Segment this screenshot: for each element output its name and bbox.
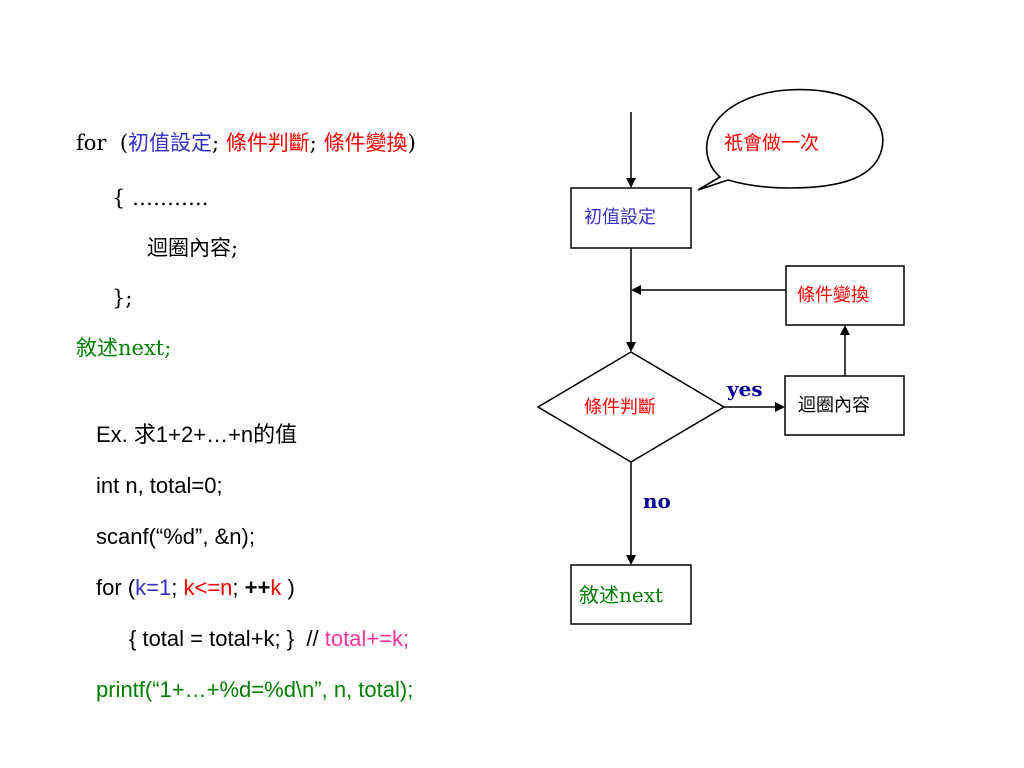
- for-syntax-line: for (初值設定; 條件判斷; 條件變換): [76, 133, 416, 154]
- declaration-line: int n, total=0;: [96, 473, 223, 498]
- comment-code: total+=k;: [324, 626, 410, 651]
- next-box-label: 敘述next: [579, 583, 664, 607]
- for-semicolon-1: ;: [171, 575, 178, 600]
- brace-close-line: };: [112, 286, 133, 310]
- example-title: Ex. 求1+2+…+n的值: [96, 422, 298, 447]
- semicolon-1: ;: [212, 131, 220, 155]
- printf-line: printf(“1+…+%d=%d\n”, n, total);: [96, 677, 414, 702]
- update-text: 條件變換: [323, 131, 408, 155]
- speech-bubble-text: 祇會做一次: [724, 132, 820, 154]
- next-statement-line: 敘述next;: [76, 336, 172, 360]
- for-semicolon-2: ;: [232, 575, 239, 600]
- condition-diamond-label: 條件判斷: [584, 397, 656, 418]
- close-paren: ): [407, 131, 416, 155]
- scanf-line: scanf(“%d”, &n);: [96, 524, 255, 549]
- loop-body-code-line: { total = total+k; } // total+=k;: [129, 628, 409, 650]
- body-box-label: 迴圈內容: [798, 395, 870, 416]
- for-prefix: for (: [96, 575, 136, 600]
- yes-label: yes: [727, 377, 763, 401]
- for-keyword: for: [76, 131, 107, 155]
- open-paren: (: [119, 131, 129, 155]
- for-init: k=1: [135, 575, 172, 600]
- loop-body-line: 迴圈內容;: [147, 236, 239, 260]
- semicolon-2: ;: [309, 131, 317, 155]
- example-for-line: for (k=1; k<=n; ++k ): [96, 577, 295, 599]
- body-code: { total = total+k; }: [129, 626, 295, 651]
- for-close: ): [287, 575, 295, 600]
- condition-text: 條件判斷: [225, 131, 310, 155]
- init-text: 初值設定: [128, 131, 213, 155]
- for-increment-var: k: [270, 575, 282, 600]
- init-box-label: 初值設定: [584, 207, 656, 228]
- update-box-label: 條件變換: [797, 285, 869, 306]
- brace-open-line: { ………..: [112, 186, 209, 210]
- for-increment-ops: ++: [244, 575, 271, 600]
- no-label: no: [643, 489, 671, 513]
- for-condition: k<=n: [183, 575, 233, 600]
- comment-slashes: //: [306, 626, 319, 651]
